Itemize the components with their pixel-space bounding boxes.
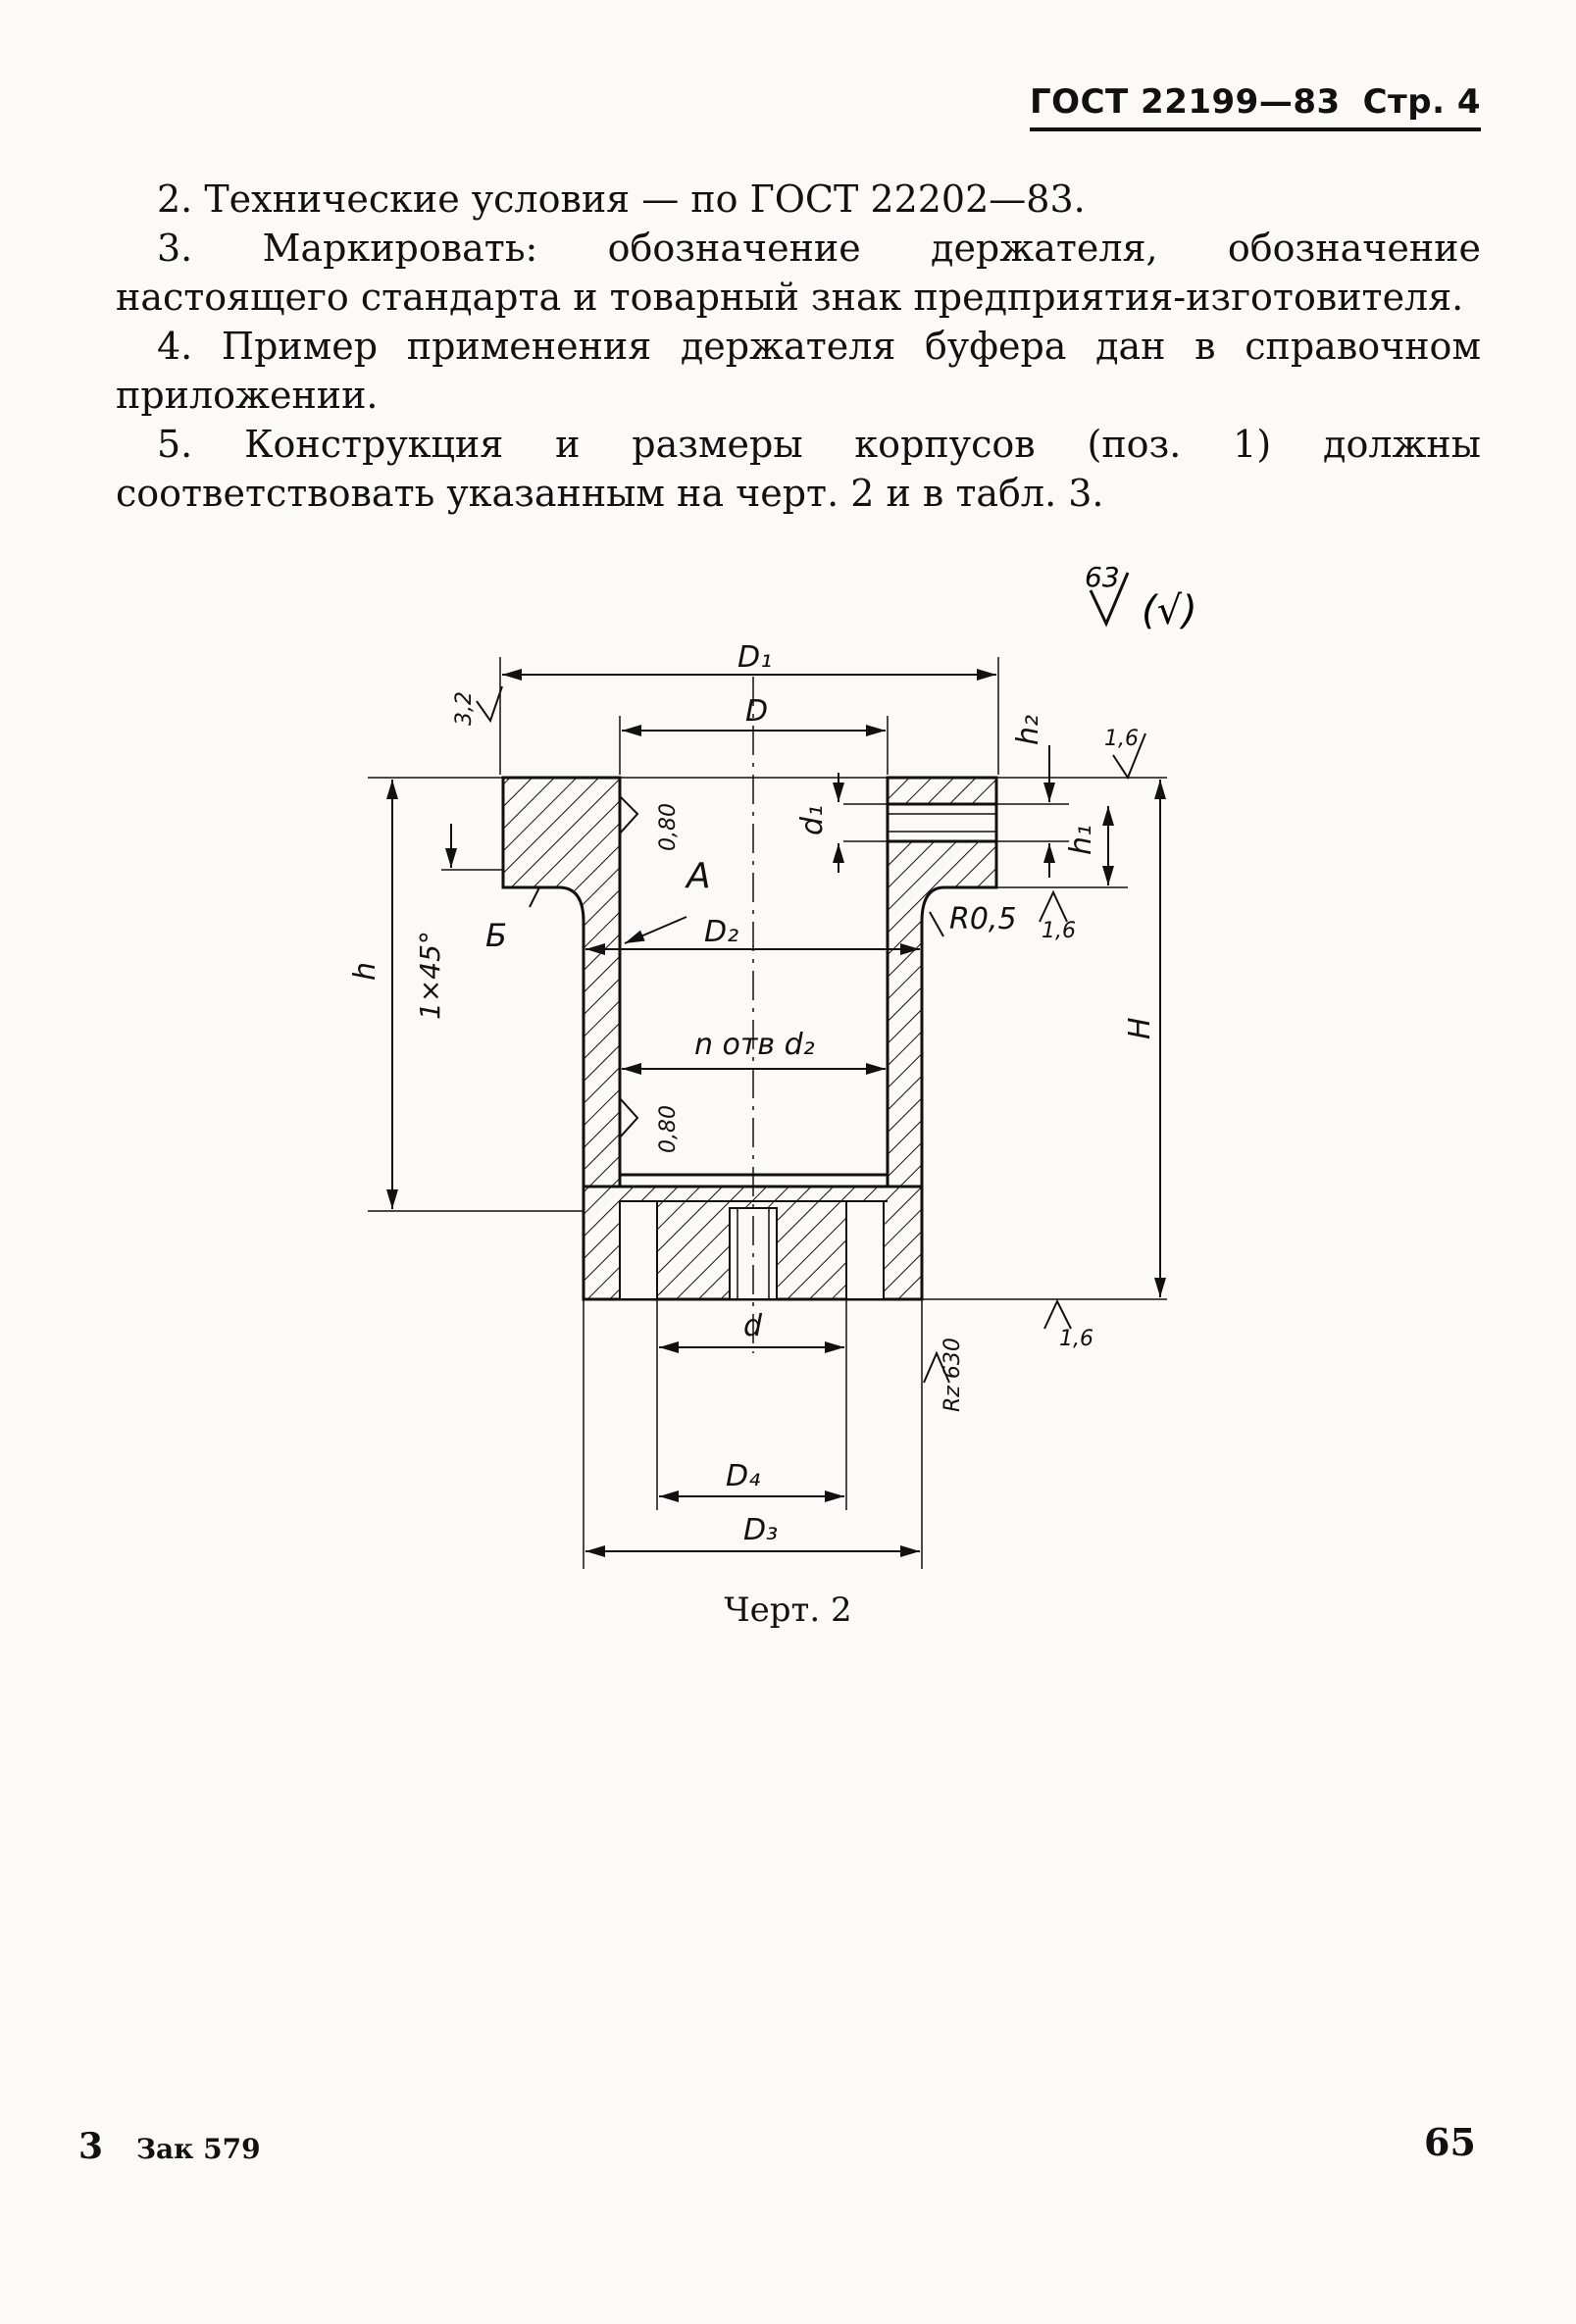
label-holes: n отв d₂: [694, 1028, 815, 1062]
drawing-labels: D₁ D D₂ n отв d₂ d D₄ D₃ А Б R0,5 1,6 1,…: [348, 640, 1157, 1547]
footer-left: 3 Зак 579: [78, 2126, 261, 2167]
dimension-lines: [386, 669, 1166, 1557]
figure-caption: Черт. 2: [724, 1591, 852, 1630]
label-roughness-1-6-mid: 1,6: [1042, 919, 1076, 943]
label-h1: h₁: [1064, 825, 1098, 855]
roughness-general-sign: 63 (√): [1085, 561, 1197, 633]
label-chamfer: 1×45°: [414, 931, 446, 1020]
body-text: 2. Технические условия — по ГОСТ 22202—8…: [116, 175, 1481, 518]
label-h: h: [348, 962, 382, 981]
label-D4: D₄: [726, 1459, 760, 1493]
footer-sheet-number: 3: [78, 2126, 104, 2167]
label-D1: D₁: [737, 640, 772, 675]
label-d: d: [743, 1309, 763, 1343]
label-d1: d₁: [795, 805, 830, 835]
paragraph-5: 5. Конструкция и размеры корпусов (поз. …: [116, 423, 1481, 515]
label-roughness-0-80-mid: 0,80: [656, 1105, 681, 1153]
label-roughness-3-2: 3,2: [452, 691, 477, 726]
paragraph-4: 4. Пример применения держателя буфера да…: [116, 325, 1481, 417]
roughness-value-63: 63: [1085, 561, 1120, 593]
label-roughness-rz630: Rz 630: [941, 1338, 965, 1412]
paragraph-3: 3. Маркировать: обозначение держателя, о…: [116, 227, 1481, 319]
cross-section: [501, 677, 998, 1353]
page-header: ГОСТ 22199—83 Стр. 4: [1030, 82, 1481, 131]
extension-lines: [368, 657, 1167, 1569]
footer-order: Зак 579: [135, 2133, 261, 2165]
label-H: H: [1123, 1017, 1157, 1039]
label-view-B: Б: [485, 917, 507, 954]
footer-page-number: 65: [1424, 2120, 1476, 2164]
label-D: D: [745, 694, 768, 729]
roughness-marks: [476, 685, 1146, 1384]
roughness-paren: (√): [1142, 588, 1197, 633]
label-roughness-0-80-top: 0,80: [656, 803, 681, 851]
label-D3: D₃: [743, 1513, 778, 1547]
standard-number: ГОСТ 22199—83: [1030, 82, 1341, 122]
label-view-A: А: [685, 856, 711, 896]
label-roughness-1-6-bottom: 1,6: [1059, 1327, 1093, 1351]
page-number: Стр. 4: [1362, 82, 1481, 122]
label-D2: D₂: [704, 915, 738, 949]
paragraph-2: 2. Технические условия — по ГОСТ 22202—8…: [157, 177, 1086, 221]
label-radius: R0,5: [949, 902, 1017, 936]
label-roughness-1-6-top: 1,6: [1104, 727, 1139, 751]
label-h2: h₂: [1011, 715, 1045, 745]
